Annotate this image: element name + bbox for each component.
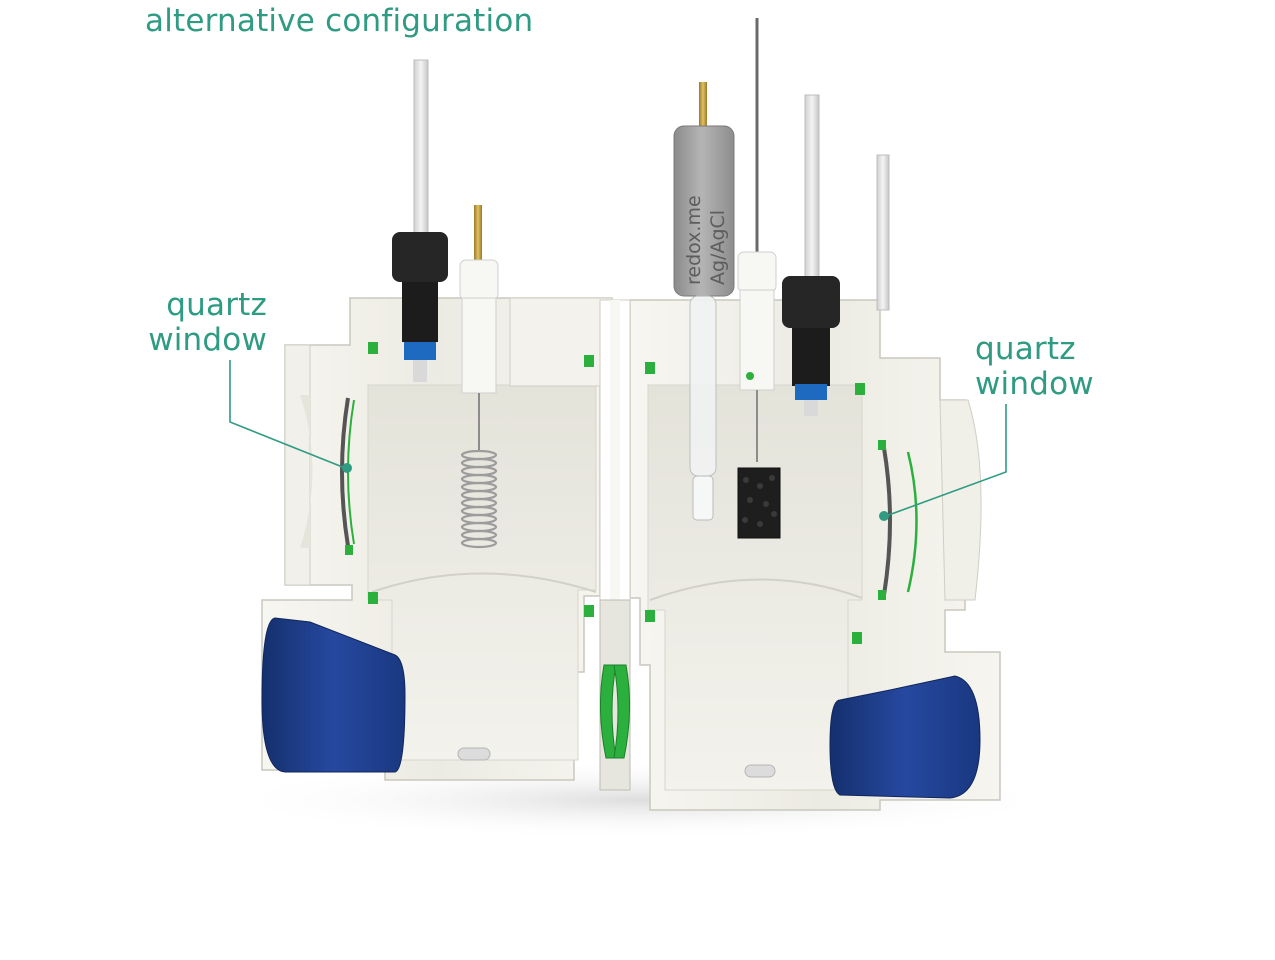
- carbon-felt-texture: [742, 475, 777, 527]
- far-right-rod: [876, 154, 890, 311]
- right-rod-tip: [804, 400, 818, 416]
- right-bowl-curve: [649, 578, 863, 601]
- left-seal: [368, 342, 378, 354]
- left-holder-cap: [459, 259, 499, 301]
- left-electrodes: [392, 59, 499, 549]
- left-seal: [584, 605, 594, 617]
- right-quartz-window: [882, 447, 892, 596]
- right-blue-ring: [795, 384, 827, 400]
- left-window-label-line2: window: [148, 322, 267, 358]
- right-seal: [878, 440, 886, 450]
- right-seal: [645, 362, 655, 374]
- left-thread: [402, 282, 438, 342]
- left-window-flange: [284, 344, 311, 586]
- right-holder-body: [739, 289, 775, 391]
- right-quartz-oring: [906, 451, 918, 593]
- left-blue-cap: [261, 617, 406, 773]
- left-holder-body: [461, 297, 497, 394]
- right-seal: [878, 590, 886, 600]
- right-black-knob: [782, 276, 840, 328]
- right-window-callout-line: [885, 404, 1007, 517]
- right-window-callout-dot: [879, 511, 889, 521]
- right-holder-dot: [746, 372, 754, 380]
- right-rod: [804, 94, 820, 286]
- reference-glass-tip: [692, 475, 714, 521]
- right-blue-cap: [829, 675, 981, 799]
- right-window-flange: [939, 399, 982, 601]
- reference-type-label: Ag/AgCl: [707, 210, 729, 285]
- left-seal: [584, 355, 594, 367]
- right-foot-pill: [744, 764, 776, 778]
- left-quartz-window: [340, 397, 350, 547]
- left-seal: [368, 592, 378, 604]
- right-window-label-line2: window: [975, 366, 1094, 402]
- left-foot-pill: [457, 747, 491, 761]
- left-window-callout-dot: [342, 463, 352, 473]
- right-electrodes: redox.me Ag/AgCl: [673, 18, 890, 539]
- reference-glass-tube: [689, 295, 717, 477]
- right-seal: [645, 610, 655, 622]
- right-seal: [855, 383, 865, 395]
- left-window-callout-line: [229, 360, 346, 469]
- reference-gold-pin: [699, 82, 707, 132]
- page-title: alternative configuration: [145, 3, 534, 39]
- left-top-block: [509, 297, 613, 387]
- right-seal: [852, 632, 862, 644]
- reference-brand-label: redox.me: [683, 195, 705, 285]
- counter-electrode-coil: [460, 449, 498, 549]
- left-blue-ring: [404, 342, 436, 360]
- left-black-knob: [392, 232, 448, 282]
- right-window-label-line1: quartz: [975, 331, 1076, 367]
- callouts: [229, 360, 1007, 521]
- center-junction: [599, 299, 631, 791]
- right-holder-cap: [737, 251, 777, 293]
- left-rod-tip: [413, 360, 427, 382]
- left-window-recess: [300, 395, 313, 548]
- left-rod: [413, 59, 429, 241]
- left-bowl-curve: [371, 572, 597, 593]
- left-gold-pin: [474, 205, 482, 265]
- membrane-seal: [613, 664, 631, 759]
- right-thread: [792, 328, 830, 386]
- left-window-label-line1: quartz: [166, 287, 267, 323]
- center-gap: [610, 300, 620, 600]
- left-chamber: [261, 297, 613, 781]
- left-seal: [345, 545, 353, 555]
